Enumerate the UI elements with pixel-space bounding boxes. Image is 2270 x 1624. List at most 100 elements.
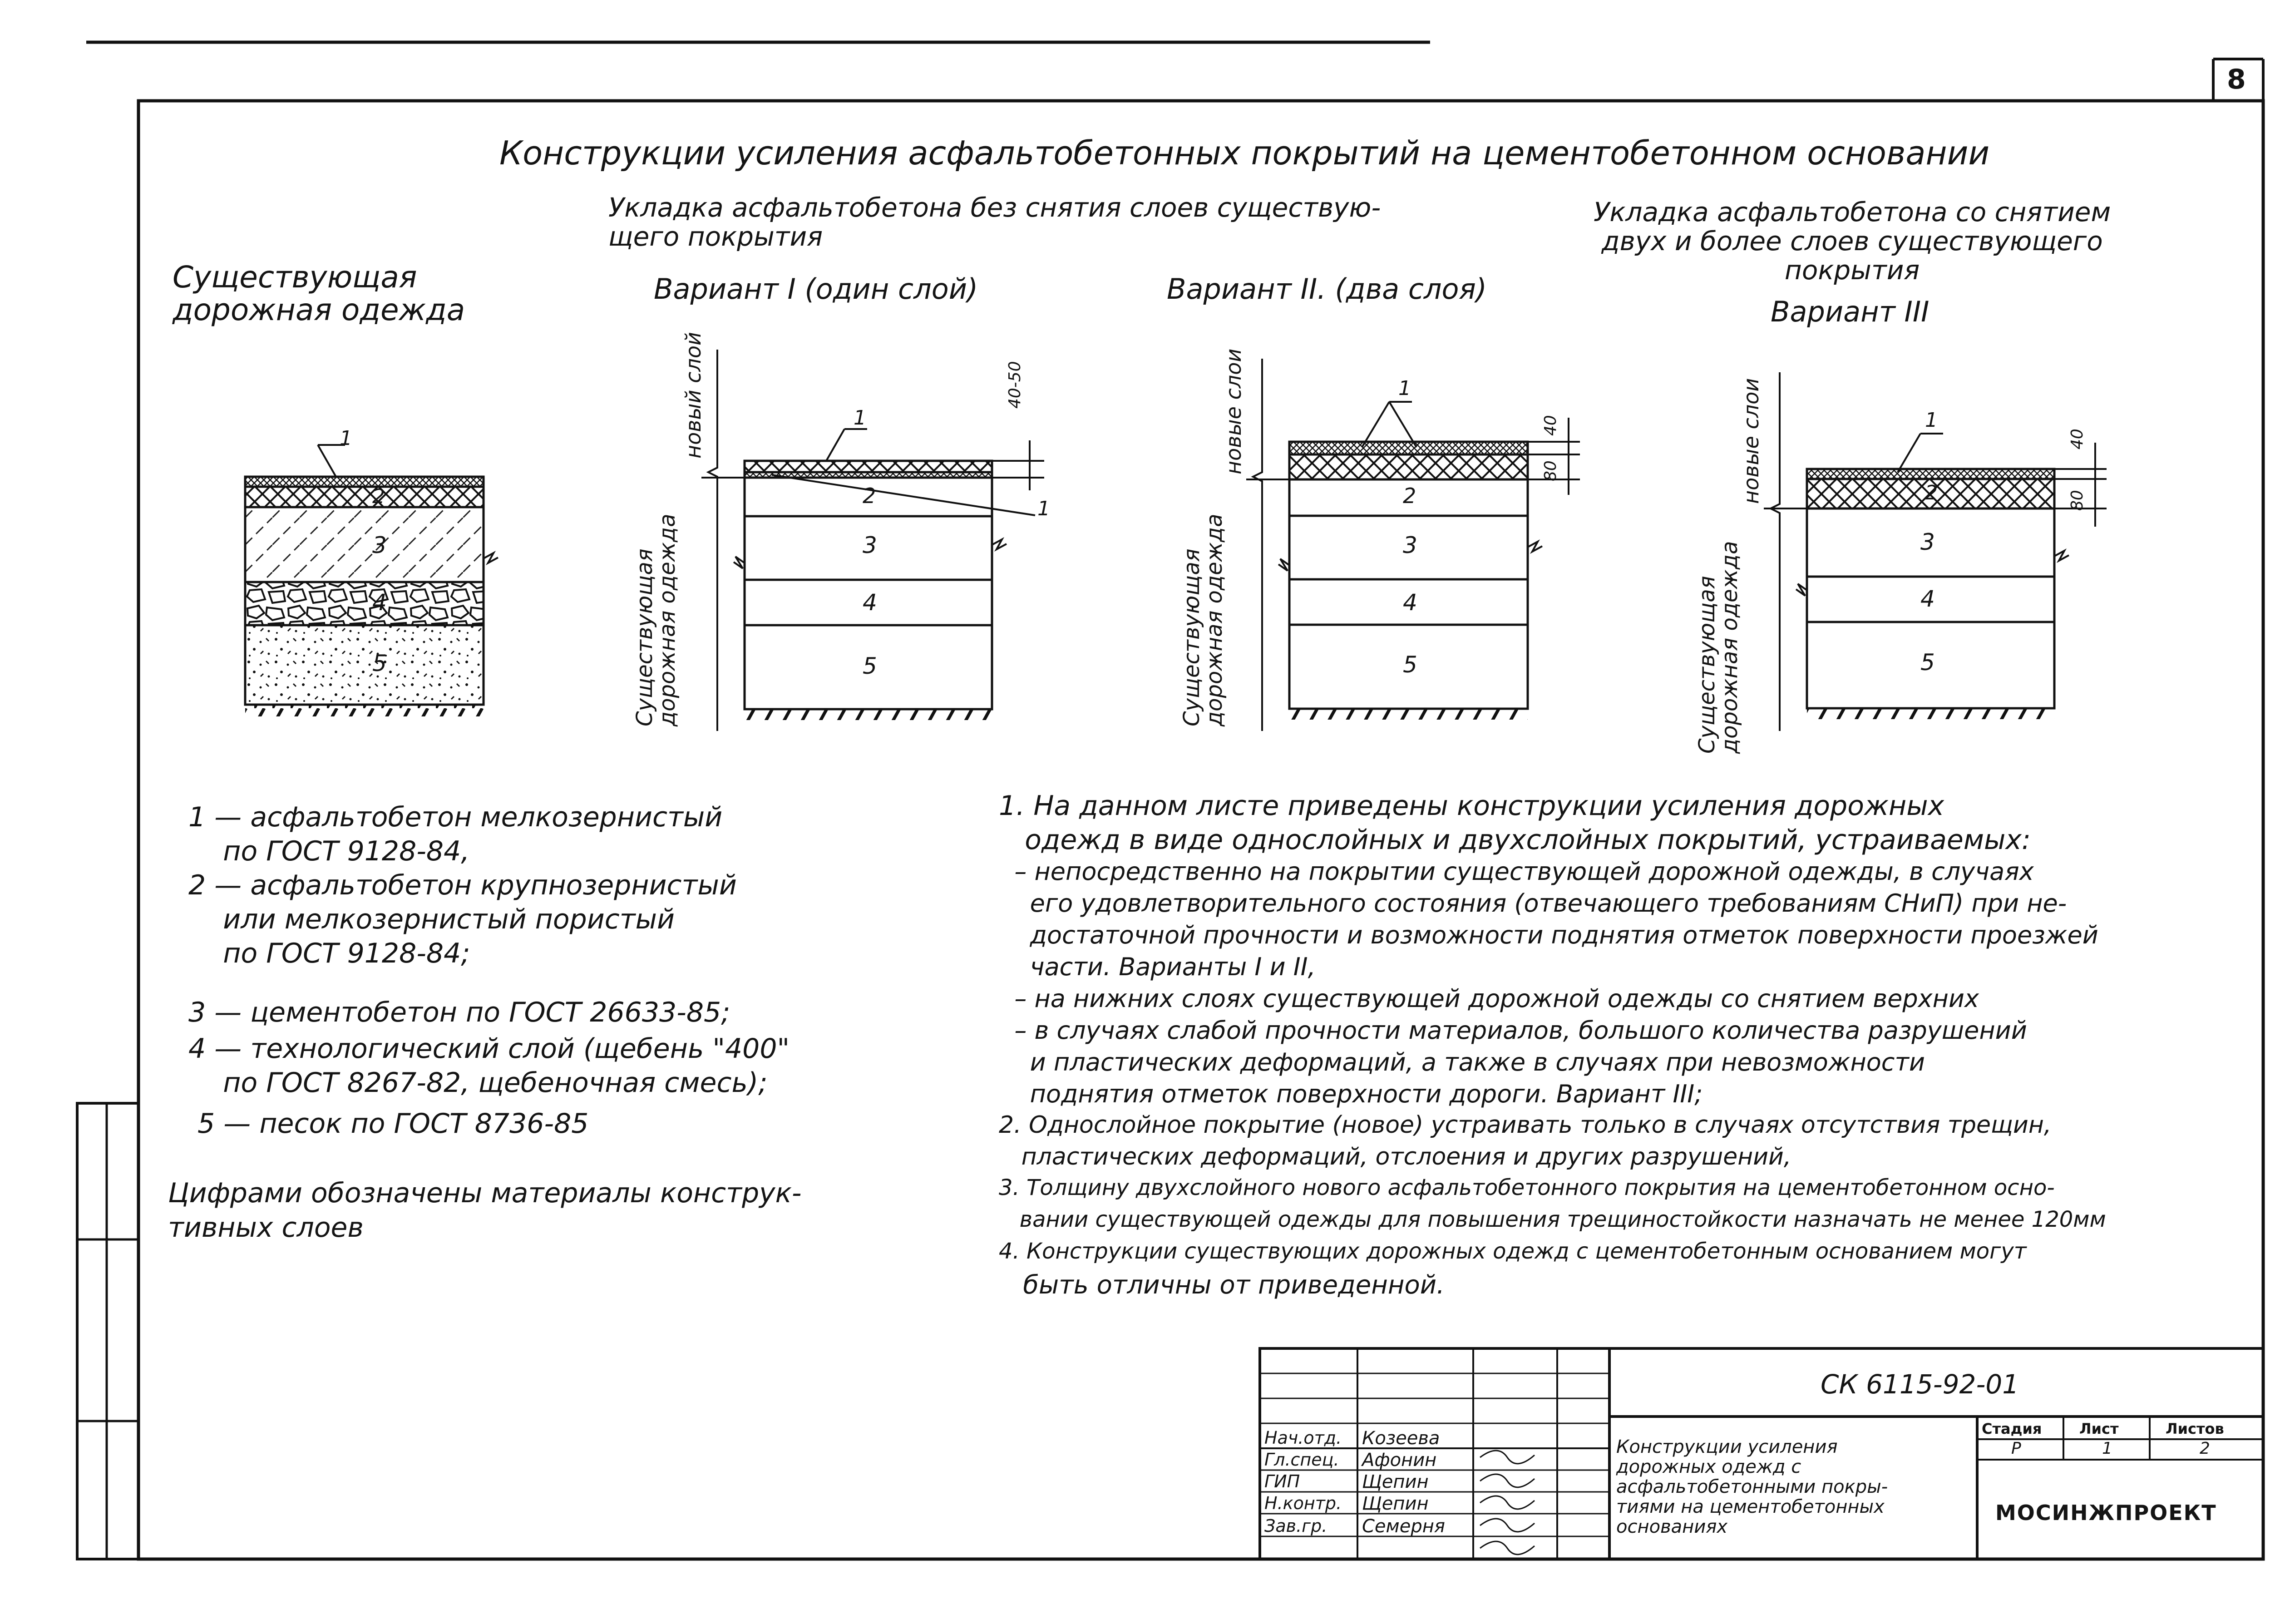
note-line: – непосредственно на покрытии существующ… — [999, 857, 2034, 886]
leader-1b-v2 — [1388, 401, 1417, 448]
person-name: Козеева — [1362, 1428, 1440, 1449]
title-block-frame — [1258, 1347, 2265, 1560]
layer-number-1: 1 — [1037, 497, 1050, 520]
legend-line: 2 — асфальтобетон крупнозернистый — [188, 869, 737, 901]
section-title-variant-3: Вариант III — [1771, 295, 1930, 328]
note-line: части. Варианты I и II, — [999, 953, 1316, 981]
leader-1a-v2 — [1361, 401, 1390, 448]
break-mark-v3-left — [1795, 583, 1808, 597]
role-label: Гл.спец. — [1264, 1450, 1339, 1470]
legend-line: 1 — асфальтобетон мелкозернистый — [188, 801, 723, 833]
signature-mark — [1480, 1450, 1535, 1465]
note-line: его удовлетворительного состояния (отвеч… — [999, 889, 2067, 918]
note-line: быть отличны от приведенной. — [999, 1270, 1445, 1300]
sheet-value: 1 — [2102, 1439, 2112, 1458]
break-mark-v3-right — [2054, 548, 2069, 563]
layer-number-5: 5 — [1920, 649, 1935, 676]
organization-name: МОСИНЖПРОЕКТ — [1995, 1501, 2217, 1525]
page-number: 8 — [2227, 64, 2246, 95]
side-label-new-layers-v3: новые слои — [1739, 378, 1763, 504]
layer-number-3: 3 — [863, 532, 877, 558]
signature-mark — [1480, 1473, 1535, 1488]
layer-number-4: 4 — [1403, 589, 1417, 616]
break-mark-v1-right — [992, 537, 1007, 552]
side-label-existing-v2: Существующая дорожная одежда — [1179, 513, 1227, 727]
person-name: Щепин — [1362, 1493, 1429, 1514]
leader-1-v3 — [1897, 433, 1921, 473]
brace-v1 — [706, 350, 718, 731]
drawing-border — [137, 99, 2265, 1561]
break-mark-v2-right — [1527, 539, 1543, 554]
role-label: Зав.гр. — [1264, 1516, 1327, 1536]
variant-2-section — [1246, 359, 1580, 731]
legend-note: Цифрами обозначены материалы конструк- т… — [168, 1177, 802, 1244]
role-label: Нач.отд. — [1264, 1428, 1342, 1448]
signature-mark — [1480, 1540, 1535, 1555]
layer-1-new-v1 — [743, 459, 993, 474]
note-line: и пластических деформаций, а также в слу… — [999, 1048, 1925, 1076]
sheet-header: Лист — [2079, 1420, 2119, 1437]
layer-number-4: 4 — [863, 589, 877, 616]
legend-line: 5 — песок по ГОСТ 8736-85 — [197, 1108, 589, 1140]
legend-line: по ГОСТ 8267-82, щебеночная смесь); — [188, 1067, 768, 1099]
subgrade-hatching — [245, 705, 484, 716]
section-title-variant-1: Вариант I (один слой) — [654, 272, 978, 306]
layer-number-1: 1 — [1925, 409, 1938, 432]
note-line: 3. Толщину двухслойного нового асфальтоб… — [999, 1175, 2055, 1200]
note-line: – на нижних слоях существующей дорожной … — [999, 984, 1979, 1013]
layer-number-2: 2 — [863, 484, 876, 508]
layer-number-4: 4 — [1920, 586, 1935, 612]
layer-number-5: 5 — [372, 650, 387, 676]
brace-v3 — [1768, 372, 1781, 731]
subgrade-hatching-v2 — [1289, 709, 1528, 720]
dimension-label: 40 — [1541, 415, 1560, 436]
layer-number-3: 3 — [372, 532, 387, 558]
note-line: пластических деформаций, отслоения и дру… — [999, 1143, 1791, 1170]
subgrade-hatching-v1 — [745, 709, 992, 720]
layer-5-existing — [244, 624, 485, 706]
dimension-label: 80 — [2068, 490, 2087, 511]
group-heading-no-removal: Укладка асфальтобетона без снятия слоев … — [608, 192, 1381, 252]
dimension-label: 40-50 — [1006, 361, 1024, 409]
section-title-existing: Существующая дорожная одежда — [173, 260, 465, 327]
break-mark — [483, 550, 498, 566]
note-line: поднятия отметок поверхности дороги. Вар… — [999, 1080, 1703, 1108]
layer-number-2: 2 — [1403, 484, 1416, 508]
document-code: СК 6115-92-01 — [1821, 1369, 2019, 1400]
brace-v2 — [1251, 359, 1263, 731]
drawing-description: Конструкции усиления дорожных одежд с ас… — [1616, 1436, 1888, 1537]
dimension-label: 40 — [2068, 429, 2087, 449]
note-line: – в случаях слабой прочности материалов,… — [999, 1016, 2027, 1045]
layer-number-2: 2 — [1925, 481, 1938, 504]
note-line: 2. Однослойное покрытие (новое) устраива… — [999, 1111, 2052, 1139]
leader-1-v1 — [825, 429, 845, 461]
layer-number-1: 1 — [1398, 377, 1411, 400]
layer-1-new-v3 — [1806, 468, 2056, 480]
main-title: Конструкции усиления асфальтобетонных по… — [499, 134, 1990, 172]
layer-3-existing — [244, 506, 485, 583]
sheets-header: Листов — [2166, 1420, 2224, 1437]
side-label-new-layers-v2: новые слои — [1221, 348, 1246, 474]
person-name: Щепин — [1362, 1471, 1429, 1492]
signature-mark — [1480, 1495, 1535, 1510]
group-heading-with-removal: Укладка асфальтобетона со снятием двух и… — [1594, 197, 2111, 286]
layer-2-existing — [244, 485, 485, 508]
note-line: достаточной прочности и возможности подн… — [999, 921, 2098, 949]
person-name: Афонин — [1362, 1450, 1437, 1471]
side-label-existing-v3: Существующая дорожная одежда — [1694, 541, 1742, 754]
stage-header: Стадия — [1982, 1420, 2042, 1437]
layer-number-1: 1 — [854, 406, 866, 429]
subgrade-hatching-v3 — [1807, 708, 2054, 719]
existing-pavement-section — [244, 444, 498, 716]
layer-number-3: 3 — [1403, 532, 1417, 558]
note-line: 1. На данном листе приведены конструкции… — [999, 790, 1944, 822]
layer-number-1: 1 — [340, 427, 352, 450]
layer-1-existing — [244, 475, 485, 488]
variant-1-section — [701, 350, 1044, 731]
layer-number-2: 2 — [372, 485, 385, 508]
layer-number-3: 3 — [1920, 529, 1935, 555]
layer-number-4: 4 — [372, 589, 387, 616]
layer-1-new-v2 — [1288, 440, 1529, 456]
legend-line: или мелкозернистый пористый — [188, 903, 675, 935]
